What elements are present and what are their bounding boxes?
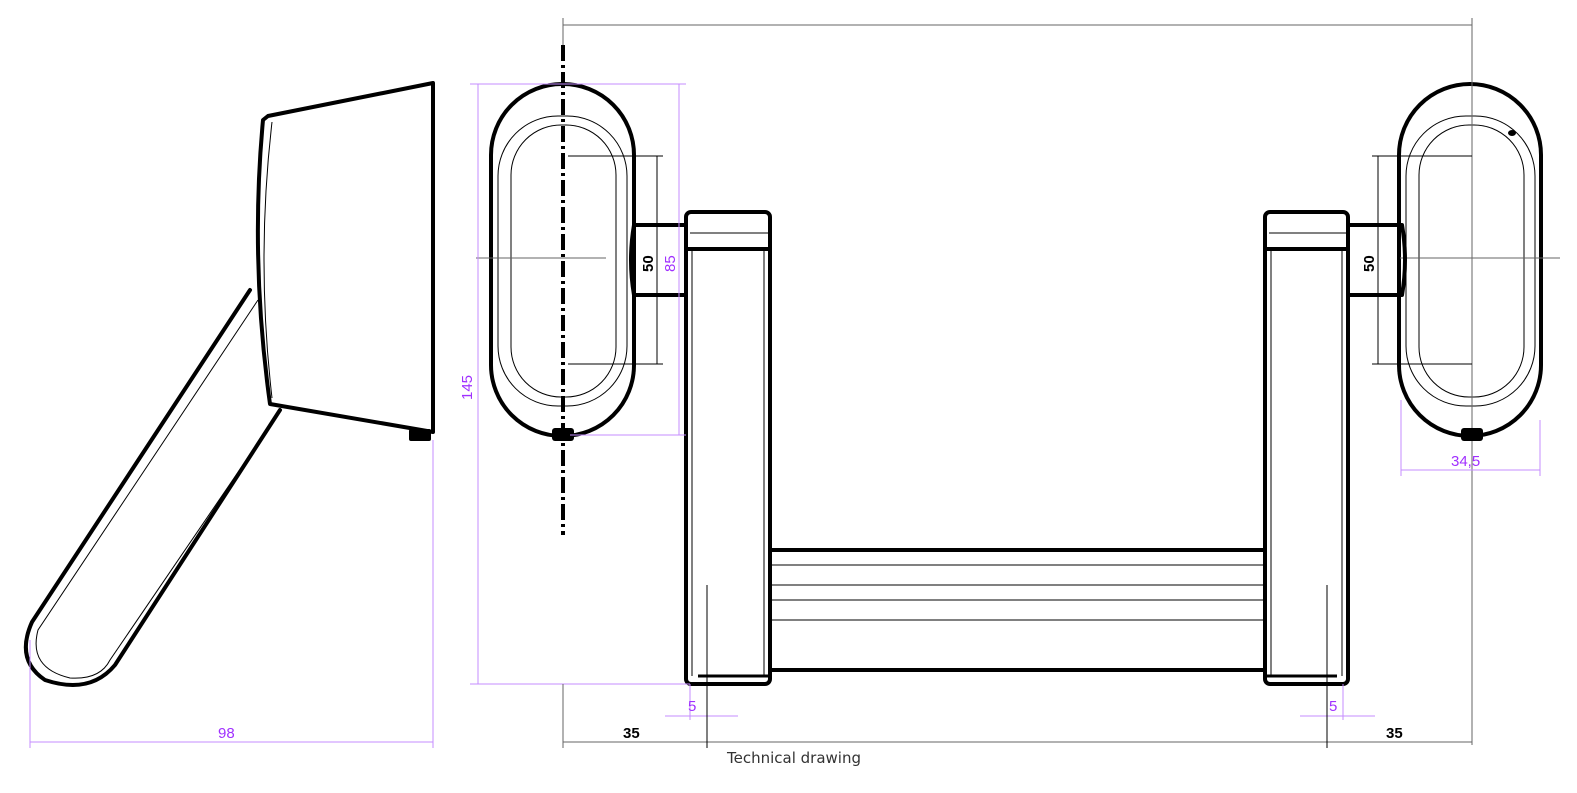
dimension-50-right: 50 bbox=[1361, 155, 1472, 365]
left-post bbox=[684, 210, 772, 686]
dimension-98: 98 bbox=[29, 440, 434, 748]
dimension-85: 85 bbox=[563, 83, 686, 436]
dim-98-label: 98 bbox=[218, 725, 235, 742]
dimension-35: 35 35 bbox=[562, 585, 1472, 748]
dimension-5-right: 5 bbox=[1300, 684, 1375, 720]
crossbar bbox=[770, 548, 1265, 672]
side-view bbox=[23, 81, 435, 687]
dim-50-left-label: 50 bbox=[640, 255, 657, 272]
dimension-5-left: 5 bbox=[665, 684, 738, 720]
dimension-34-5: 34,5 bbox=[1400, 400, 1541, 476]
dim-50-right-label: 50 bbox=[1361, 255, 1378, 272]
dim-145-label: 145 bbox=[459, 375, 476, 400]
dim-35-left-label: 35 bbox=[623, 725, 640, 742]
dim-35-right-label: 35 bbox=[1386, 725, 1403, 742]
dim-85-label: 85 bbox=[662, 255, 679, 272]
left-rose bbox=[476, 45, 688, 535]
dimension-145: 145 bbox=[459, 83, 690, 685]
dim-5-right-label: 5 bbox=[1329, 698, 1337, 715]
dim-5-left-label: 5 bbox=[688, 698, 696, 715]
right-rose bbox=[1346, 35, 1560, 470]
dim-34-5-label: 34,5 bbox=[1451, 453, 1480, 470]
right-post bbox=[1263, 210, 1350, 686]
dimension-50-left: 50 bbox=[568, 155, 663, 365]
caption: Technical drawing bbox=[727, 749, 861, 767]
